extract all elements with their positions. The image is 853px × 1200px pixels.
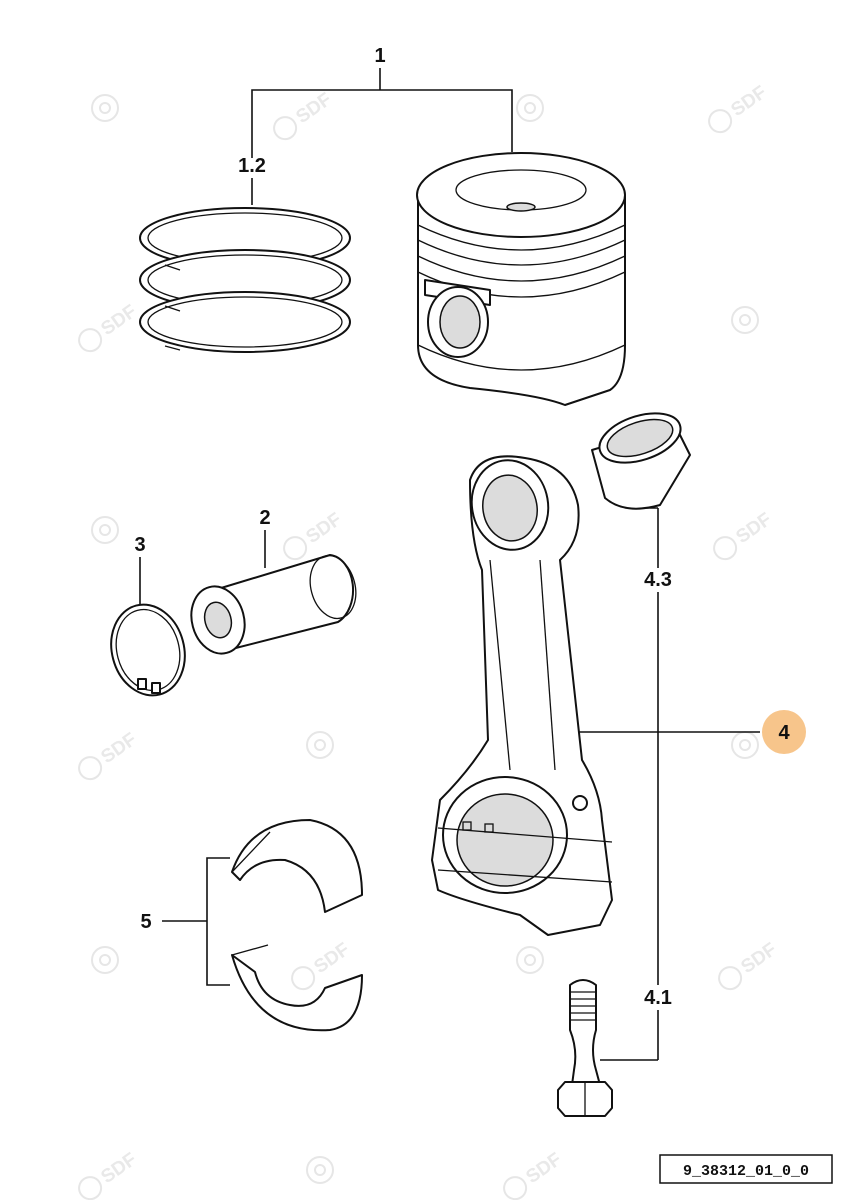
svg-text:SDF: SDF [302,509,345,548]
svg-text:SDF: SDF [97,729,140,768]
sdf-watermark: SDF [283,509,346,561]
upper-bearing-shell[interactable] [231,819,363,913]
callout-4-highlighted[interactable]: 4 [762,710,806,754]
circlip[interactable] [101,596,194,704]
callout-2[interactable]: 2 [259,507,270,529]
sdf-watermark: SDF [708,82,771,134]
sdf-logo-icon [731,731,759,759]
sdf-logo-icon [306,731,334,759]
connecting-rod-bolt[interactable] [557,979,613,1117]
leader-line-5-bracket [206,857,230,986]
bearing-shells[interactable] [231,819,363,1032]
callout-1[interactable]: 1 [374,45,385,67]
sdf-watermark: SDF [273,89,336,141]
reference-code-box: 9_38312_01_0_0 [659,1154,833,1184]
svg-text:SDF: SDF [97,1149,140,1188]
callout-4-3[interactable]: 4.3 [644,569,672,591]
sdf-watermark: SDF [503,1149,566,1200]
svg-text:SDF: SDF [737,939,780,978]
sdf-watermark: SDF [713,509,776,561]
callout-labels: 1 1.2 2 3 4.3 4.1 5 4 [134,45,806,1009]
svg-text:SDF: SDF [310,939,353,978]
svg-text:SDF: SDF [727,82,770,121]
sdf-watermark: SDF [78,301,141,353]
svg-text:SDF: SDF [292,89,335,128]
sdf-logo-icon [91,94,119,122]
sdf-logo-icon [516,94,544,122]
svg-text:SDF: SDF [97,301,140,340]
leader-lines [139,68,760,1061]
piston-pin[interactable] [184,550,362,659]
callout-4-1[interactable]: 4.1 [644,987,672,1009]
svg-text:SDF: SDF [522,1149,565,1188]
sdf-watermark: SDF [718,939,781,991]
connecting-rod[interactable] [431,454,613,936]
piston[interactable] [416,152,626,406]
lower-bearing-shell[interactable] [231,944,363,1032]
svg-text:SDF: SDF [732,509,775,548]
highlight-marker[interactable] [762,710,806,754]
piston-rings[interactable] [139,207,351,353]
callout-4[interactable]: 4 [778,722,790,744]
sdf-logo-icon [306,1156,334,1184]
callout-1-2[interactable]: 1.2 [238,155,266,177]
sdf-logo-icon [731,306,759,334]
sdf-logo-icon [91,946,119,974]
callout-5[interactable]: 5 [140,911,151,933]
reference-code: 9_38312_01_0_0 [683,1163,809,1180]
callout-3[interactable]: 3 [134,534,145,556]
sdf-logo-icon [91,516,119,544]
small-end-bushing[interactable] [591,404,691,510]
sdf-logo-icon [516,946,544,974]
sdf-watermark: SDF [78,1149,141,1200]
leader-line-1 [251,89,513,158]
sdf-watermark: SDF [78,729,141,781]
